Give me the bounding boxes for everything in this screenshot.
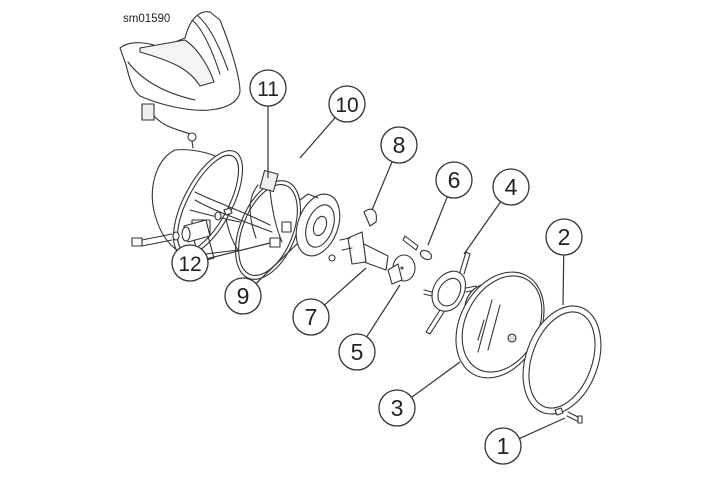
callout-leader-line: [207, 242, 271, 260]
callout-number: 12: [178, 253, 201, 276]
callout-leader-line: [519, 417, 566, 440]
callout-number: 1: [497, 433, 510, 459]
callout-leader-line: [366, 284, 401, 338]
callout-leader-line: [562, 254, 565, 306]
light-unit: [455, 271, 545, 379]
retaining-spider: [423, 251, 477, 335]
reference-id-label: sm01590: [122, 13, 172, 25]
callout-bubble: [292, 298, 330, 336]
callout-bubble: [328, 85, 366, 123]
screw: [566, 411, 583, 424]
callout-number: 5: [351, 339, 364, 365]
callout-bubble: [249, 69, 287, 107]
mounting-hardware: [131, 207, 233, 263]
callout-number: 11: [257, 78, 279, 101]
callout-leader-line: [427, 196, 448, 246]
pilot-bulb: [402, 235, 433, 261]
callout-number: 7: [305, 304, 318, 330]
callout-7: 7: [292, 267, 367, 336]
pilot-bulb-holder: [387, 254, 416, 285]
callout-10: 10: [299, 85, 366, 159]
callout-3: 3: [378, 361, 461, 427]
dust-cover: [295, 193, 341, 257]
callout-leader-line: [299, 117, 336, 159]
callout-8: 8: [371, 126, 418, 211]
callout-number: 6: [448, 167, 461, 193]
callout-leader-line: [255, 242, 299, 284]
callout-number: 2: [558, 224, 571, 250]
callout-number: 3: [391, 395, 404, 421]
callout-5: 5: [338, 284, 401, 371]
callout-leader-line: [411, 361, 461, 398]
callout-leader-line: [463, 201, 502, 255]
callout-number: 8: [393, 132, 406, 158]
callout-4: 4: [463, 168, 530, 255]
callout-2: 2: [545, 218, 583, 306]
callout-6: 6: [427, 161, 473, 246]
callout-12: 12: [171, 242, 271, 282]
harness-connector: [249, 169, 292, 248]
cowl-connector: [141, 103, 197, 149]
headlamp-bulb: [328, 208, 389, 271]
callout-leader-line: [371, 161, 393, 211]
callout-1: 1: [484, 417, 566, 465]
callout-bubble: [224, 277, 262, 315]
callout-bubble: [435, 161, 473, 199]
rim: [522, 305, 602, 416]
callout-bubble: [338, 333, 376, 371]
callout-number: 4: [505, 174, 518, 200]
callout-bubble: [378, 389, 416, 427]
callout-leader-line: [324, 267, 367, 306]
callout-bubble: [380, 126, 418, 164]
callout-bubble: [171, 244, 209, 282]
callout-bubble: [545, 218, 583, 256]
callout-9: 9: [224, 242, 299, 315]
callout-bubble: [492, 168, 530, 206]
callout-11: 11: [249, 69, 287, 178]
callout-number: 9: [237, 283, 250, 309]
callout-number: 10: [335, 94, 358, 117]
callout-bubble: [484, 427, 522, 465]
cowl-part: [119, 11, 241, 111]
